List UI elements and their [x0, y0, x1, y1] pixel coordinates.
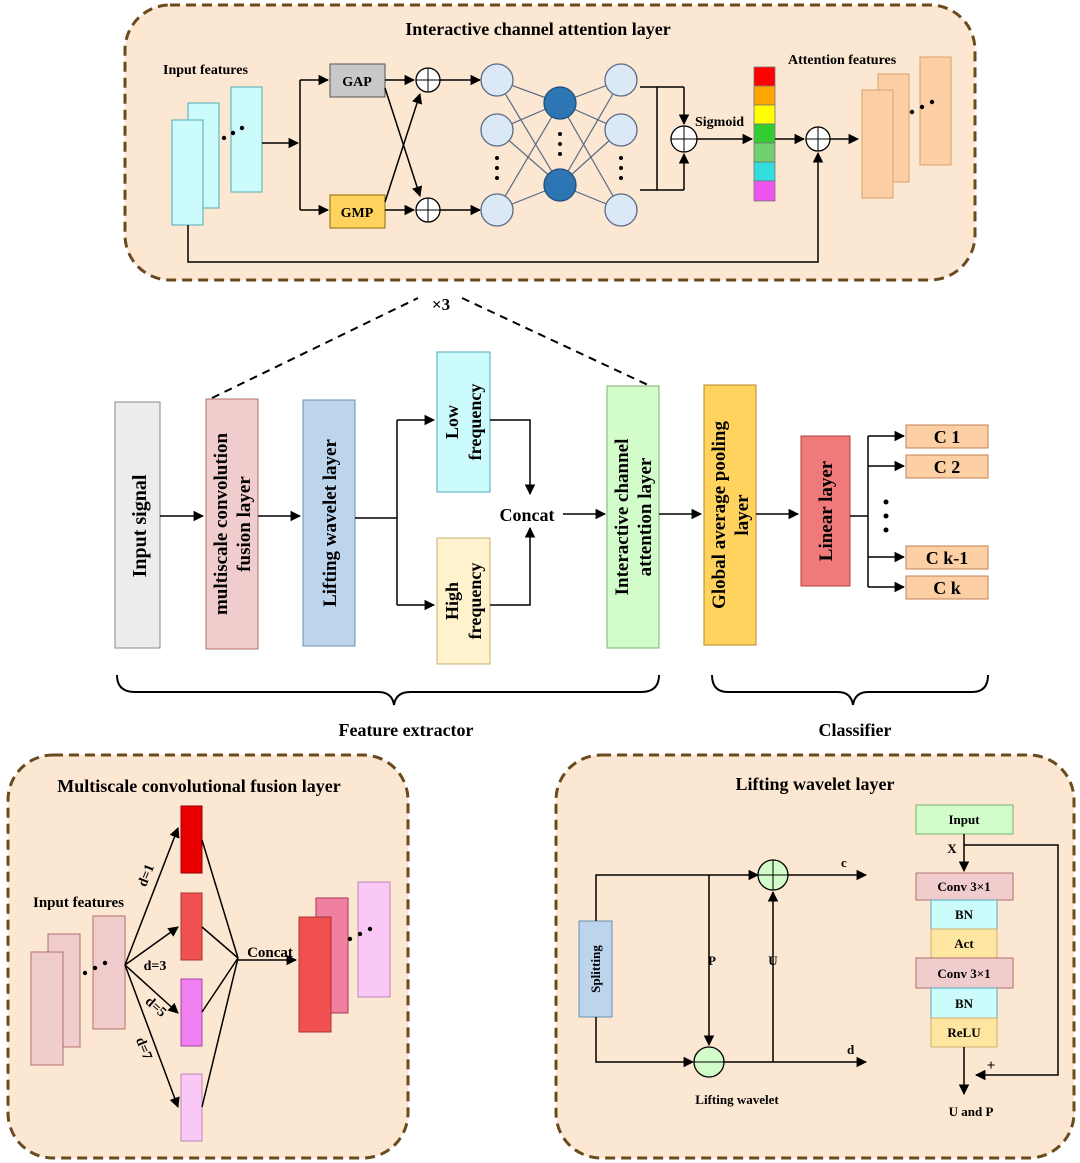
add-op-icon	[670, 125, 698, 153]
predict-label: P	[708, 953, 716, 968]
conv-label: Conv 3×1	[937, 879, 990, 894]
mscf-label-line2: fusion layer	[234, 476, 255, 572]
ica-output-label: Attention features	[788, 53, 897, 68]
ica-panel-title: Interactive channel attention layer	[405, 19, 670, 39]
classifier-brace	[711, 674, 989, 706]
linear-block	[800, 435, 851, 587]
gmp-label: GMP	[341, 206, 374, 221]
approx-c-label: c	[841, 855, 847, 870]
dilated-conv-map	[180, 805, 203, 874]
class-label: C k-1	[926, 548, 969, 568]
ica-input-label: Input features	[163, 63, 248, 78]
dilation-label: d=3	[144, 959, 167, 974]
mlp-input-nodes	[480, 63, 514, 227]
msc-input-map	[30, 951, 64, 1066]
splitting-block	[578, 920, 613, 1018]
classifier-label: Classifier	[819, 720, 892, 740]
gap-pool-block	[703, 384, 757, 646]
dilated-conv-map	[180, 892, 203, 961]
act-box	[930, 928, 998, 959]
update-label: U	[768, 953, 778, 968]
input-signal-label: Input signal	[129, 474, 151, 577]
ica-label-line1: Interactive channel	[612, 439, 633, 596]
gap-pool-label-line2: layer	[732, 494, 753, 536]
class-label: C 1	[934, 427, 961, 447]
msc-input-label: Input features	[33, 895, 124, 911]
lw-panel-title: Lifting wavelet layer	[736, 774, 895, 794]
bn-label: BN	[955, 907, 974, 922]
msc-input-map	[92, 915, 126, 1030]
conv-label: Conv 3×1	[937, 966, 990, 981]
low-frequency-label-line1: Low	[442, 405, 462, 439]
bn-label: BN	[955, 996, 974, 1011]
multiply-op-icon	[805, 126, 831, 152]
add-op-icon	[415, 197, 441, 223]
msc-output-map	[298, 916, 332, 1033]
x-label: X	[947, 841, 957, 856]
lifting-wavelet-block	[302, 399, 356, 647]
lw-panel: Lifting wavelet layer Splitting P U c d …	[554, 753, 1076, 1160]
msc-output-map	[357, 881, 391, 998]
ica-input-map	[171, 119, 204, 226]
relu-box	[930, 1017, 998, 1048]
detail-d-label: d	[847, 1042, 855, 1057]
ica-input-map	[230, 86, 263, 193]
ica-output-map	[861, 89, 894, 199]
output-up-label: U and P	[949, 1104, 994, 1119]
gap-pool-label-line1: Global average pooling	[709, 421, 730, 609]
linear-label: Linear layer	[816, 460, 837, 561]
msc-panel-title: Multiscale convolutional fusion layer	[57, 776, 341, 796]
concat-label: Concat	[500, 505, 555, 525]
residual-plus-label: +	[987, 1058, 996, 1074]
splitting-label: Splitting	[588, 945, 603, 993]
mscf-label-line1: multiscale convolution	[211, 433, 232, 616]
class-box	[905, 575, 989, 600]
ica-output-map	[919, 56, 952, 166]
ica-block	[606, 385, 660, 649]
repeat-label: ×3	[432, 295, 450, 314]
add-op-icon	[415, 67, 441, 93]
class-label: C k	[933, 578, 961, 598]
act-label: Act	[954, 936, 974, 951]
mlp-output-nodes	[604, 63, 638, 227]
mlp-hidden-nodes	[543, 86, 577, 202]
lw-input-box	[915, 804, 1014, 835]
feature-extractor-brace	[116, 674, 660, 706]
input-signal-block	[114, 401, 161, 649]
attention-weights-bar	[753, 66, 776, 202]
low-frequency-block	[436, 351, 491, 493]
relu-label: ReLU	[947, 1025, 981, 1040]
feature-extractor-label: Feature extractor	[338, 720, 473, 740]
lw-input-label: Input	[948, 812, 980, 827]
ica-panel: Interactive channel attention layer Inpu…	[123, 3, 977, 282]
high-frequency-label-line1: High	[442, 582, 462, 620]
sigmoid-label: Sigmoid	[695, 115, 744, 130]
high-frequency-block	[436, 537, 491, 665]
mscf-block	[205, 398, 259, 650]
predict-subtract-icon	[693, 1046, 725, 1078]
msc-panel: Multiscale convolutional fusion layer In…	[6, 753, 410, 1160]
ica-label-line2: attention layer	[635, 457, 656, 576]
class-box	[905, 424, 989, 449]
gap-label: GAP	[342, 75, 372, 90]
conv-box	[915, 872, 1014, 901]
main-pipeline: ×3 Input signal multiscale convolution f…	[114, 295, 989, 740]
gmp-box	[329, 194, 386, 229]
dilated-conv-map	[180, 1073, 203, 1142]
msc-concat-label: Concat	[247, 945, 293, 961]
class-box	[905, 545, 989, 570]
lifting-wavelet-label: Lifting wavelet layer	[320, 439, 341, 607]
high-frequency-label-line2: frequency	[465, 563, 485, 640]
dilated-conv-map	[180, 978, 203, 1047]
class-label: C 2	[934, 457, 961, 477]
lifting-wavelet-caption: Lifting wavelet	[695, 1092, 779, 1107]
low-frequency-label-line2: frequency	[465, 384, 485, 461]
update-add-icon	[757, 859, 789, 891]
conv-box	[915, 957, 1014, 989]
class-box	[905, 454, 989, 479]
